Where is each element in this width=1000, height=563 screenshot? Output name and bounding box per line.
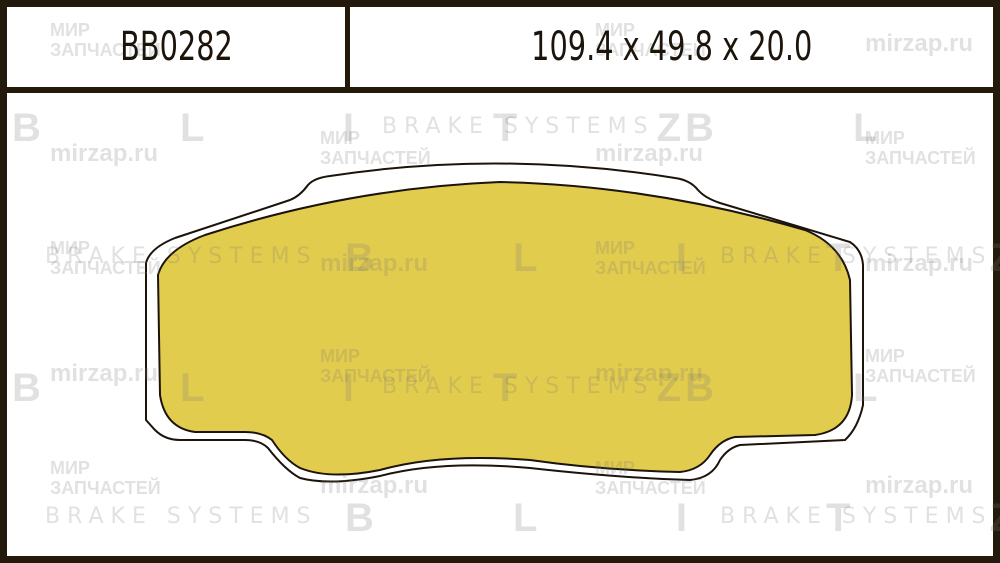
dimensions-text: 109.4 x 49.8 x 20.0 [530, 24, 813, 70]
part-code: BB0282 [119, 24, 233, 70]
part-code-cell: BB0282 [7, 7, 350, 87]
dimensions-cell: 109.4 x 49.8 x 20.0 [350, 7, 993, 87]
title-block: BB0282 109.4 x 49.8 x 20.0 [7, 7, 993, 93]
friction-material [156, 180, 854, 476]
